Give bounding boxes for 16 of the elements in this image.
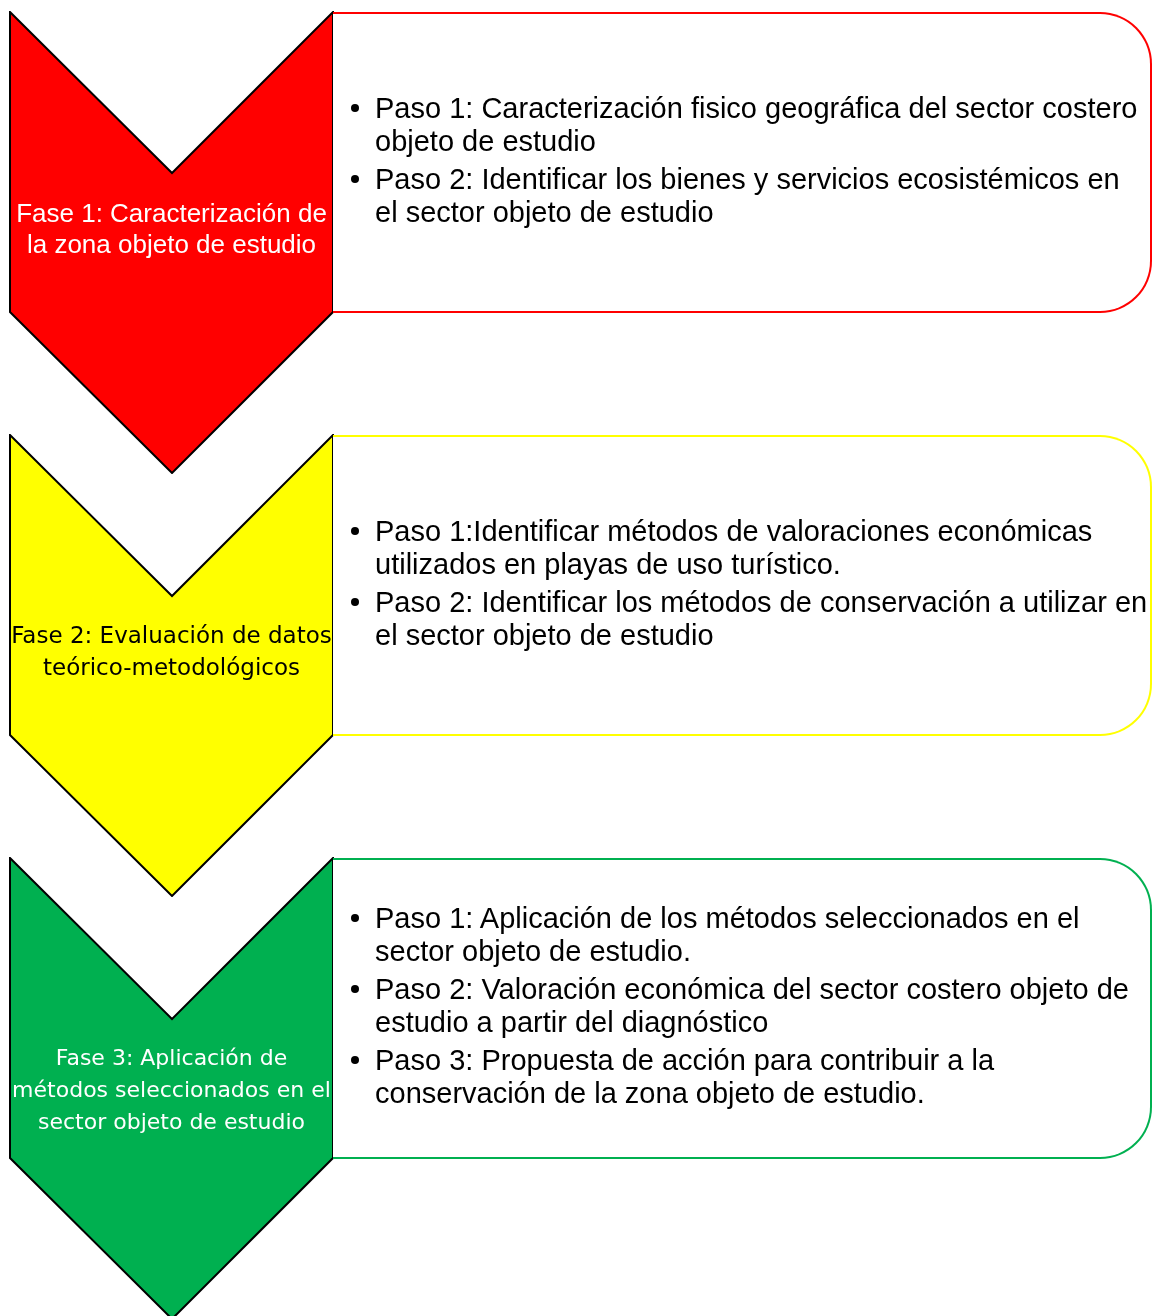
steps-panel xyxy=(333,12,1152,313)
phase-label: Fase 2: Evaluación de datos teórico-metodológicos xyxy=(10,621,333,682)
step-text: Paso 1: Aplicación de los métodos seleccionados en el sector objeto de estudio. xyxy=(375,902,1080,967)
step-text: Paso 1: Caracterización fisico geográfica del sector costero objeto de estudio xyxy=(375,91,1138,157)
chevron-shape xyxy=(10,858,333,1316)
phase-label: Fase 3: Aplicación de métodos seleccionados en el sector objeto de estudio xyxy=(11,1044,332,1136)
phase-label: Fase 1: Caracterización de la zona objeto de estudio xyxy=(15,198,328,260)
step-text: Paso 2: Valoración económica del sector costero objeto de estudio a partir del diagnóstico xyxy=(375,973,1129,1038)
steps-panel xyxy=(333,858,1152,1159)
steps-panel xyxy=(333,435,1152,736)
step-text: Paso 2: Identificar los bienes y servicios ecosistémicos en el sector objeto de estudio xyxy=(375,162,1120,228)
step-text: Paso 3: Propuesta de acción para contribuir a la conservación de la zona objeto de estudio. xyxy=(375,1044,995,1109)
step-text: Paso 1:Identificar métodos de valoraciones económicas utilizados en playas de uso turístico. xyxy=(375,514,1093,580)
step-text: Paso 2: Identificar los métodos de conservación a utilizar en el sector objeto de estudio xyxy=(375,585,1148,651)
chevron-shape xyxy=(10,12,333,473)
chevron-shape xyxy=(10,435,333,896)
